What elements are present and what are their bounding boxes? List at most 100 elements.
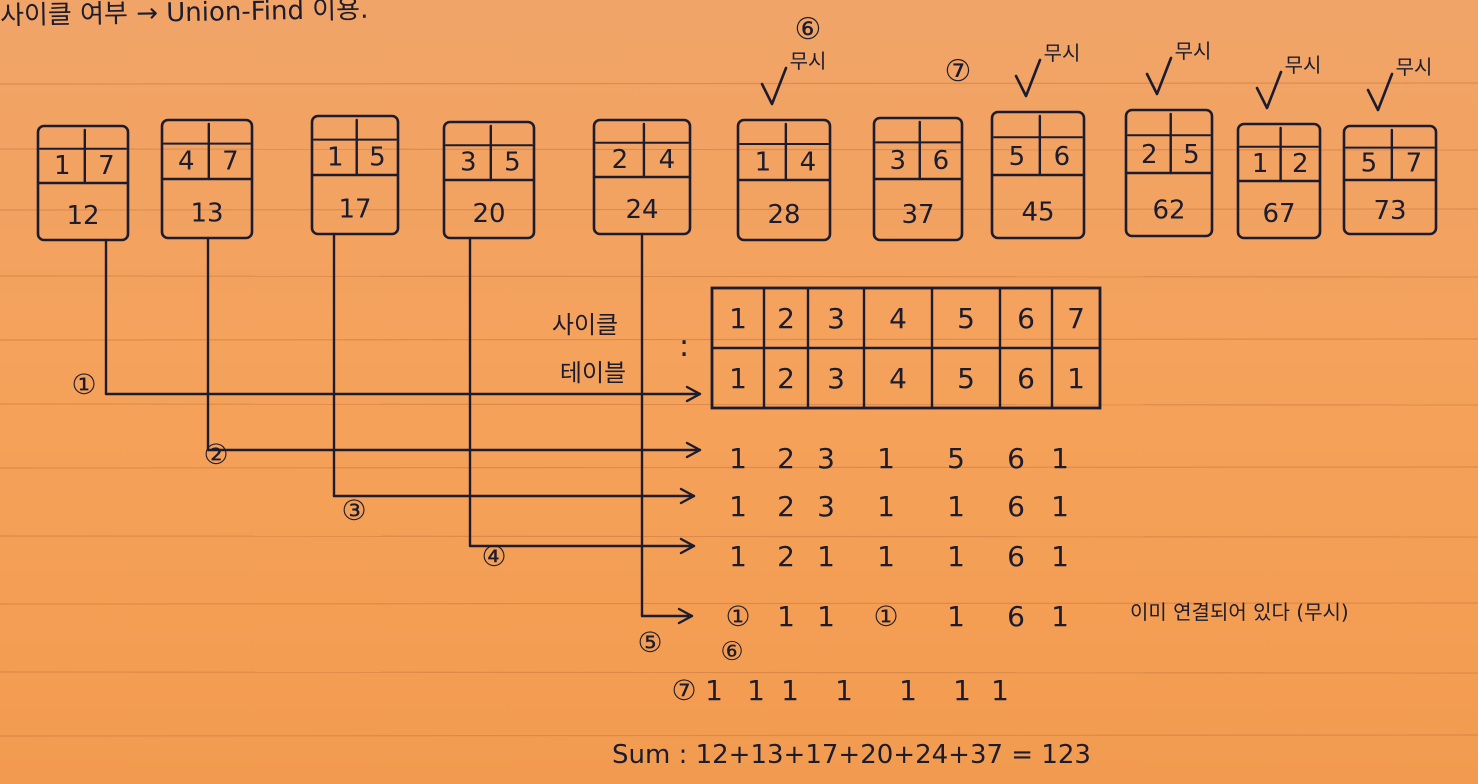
arrow-right-icon (677, 607, 694, 625)
step-parent-value: 6 (1007, 442, 1025, 475)
cycle-table-node: 2 (777, 302, 795, 335)
ruled-line (0, 338, 1478, 341)
edge-node-u: 2 (1141, 140, 1158, 170)
edge-node-u: 1 (327, 143, 344, 173)
step-parent-value: 1 (817, 540, 835, 573)
cycle-table-label: 테이블 (560, 359, 626, 387)
ruled-line (0, 671, 1478, 674)
cycle-table-parent: 4 (889, 362, 907, 395)
edge-node-v: 6 (933, 146, 950, 176)
edge-node-u: 1 (1252, 149, 1269, 179)
step-parent-value: 1 (729, 490, 747, 523)
step-parent-value: 1 (729, 540, 747, 573)
step-parent-value: 1 (1051, 490, 1069, 523)
step-parent-value: 1 (877, 442, 895, 475)
edge-node-v: 7 (222, 147, 239, 177)
step-parent-value: 1 (817, 600, 835, 633)
edge-node-u: 5 (1361, 148, 1378, 178)
edge-weight: 45 (1021, 197, 1054, 227)
ignore-mark: 무시 (1396, 55, 1433, 79)
step-parent-value: 1 (877, 540, 895, 573)
edge-node-v: 2 (1292, 149, 1309, 179)
cycle-table-node: 3 (827, 302, 845, 335)
ruled-line (0, 82, 1478, 85)
step-parent-value: 1 (729, 442, 747, 475)
step-number: ① (71, 368, 96, 401)
edge-node-v: 6 (1054, 142, 1071, 172)
edge-weight: 13 (190, 198, 223, 228)
edge-weight: 62 (1152, 195, 1185, 225)
edge-node-v: 5 (1183, 140, 1200, 170)
edge-node-u: 5 (1009, 142, 1026, 172)
step-parent-value: 1 (1051, 600, 1069, 633)
arrow-right-icon (685, 385, 702, 403)
cycle-table-parent: 5 (957, 362, 975, 395)
edge-weight: 67 (1262, 199, 1295, 229)
ruled-line (0, 602, 1478, 605)
checkmark-icon (760, 66, 788, 106)
arrow-right-icon (685, 441, 702, 459)
step-number: ② (203, 438, 228, 471)
checkmark-icon (1255, 70, 1283, 110)
step-parent-value: 2 (777, 490, 795, 523)
ruled-line (0, 403, 1478, 406)
edge-node-u: 1 (54, 151, 71, 181)
cycle-table-parent: 6 (1017, 362, 1035, 395)
edge-node-u: 1 (755, 147, 772, 177)
step-number: ④ (481, 540, 506, 573)
ignore-mark: 무시 (1175, 39, 1212, 63)
ruled-line (0, 275, 1478, 278)
cycle-table-node: 5 (957, 302, 975, 335)
already-connected-note: 이미 연결되어 있다 (무시) (1130, 600, 1349, 624)
step-number: ⑦ (671, 674, 696, 707)
ruled-line (0, 734, 1478, 737)
step-parent-value: 1 (899, 674, 917, 707)
ignore-mark: 무시 (1285, 53, 1322, 77)
checkmark-icon (1366, 72, 1394, 112)
step-parent-value: 6 (1007, 490, 1025, 523)
edge-node-u: 4 (178, 147, 195, 177)
edge-weight: 20 (472, 199, 505, 229)
step-number: ⑤ (637, 626, 662, 659)
checkmark-icon (1014, 58, 1042, 98)
edge-node-v: 4 (800, 147, 817, 177)
step-parent-value: 2 (777, 540, 795, 573)
ruled-line (0, 466, 1478, 469)
step-parent-value: 6 (1007, 540, 1025, 573)
step-parent-value: 6 (1007, 600, 1025, 633)
step-parent-value: 1 (877, 490, 895, 523)
step-parent-value: 1 (705, 674, 723, 707)
edge-step-number: ⑥ (795, 12, 822, 47)
step-parent-value: ① (725, 600, 750, 633)
edge-step-number: ⑦ (945, 54, 972, 89)
cycle-table-parent: 2 (777, 362, 795, 395)
step-parent-value: 1 (747, 674, 765, 707)
sum-line: Sum : 12+13+17+20+24+37 = 123 (612, 740, 1091, 770)
edge-node-v: 4 (659, 145, 676, 175)
step-parent-value: 1 (1051, 540, 1069, 573)
edge-weight: 28 (767, 200, 800, 230)
union-arrows (104, 232, 702, 625)
edge-weight: 73 (1373, 196, 1406, 226)
step-parent-value: 2 (777, 442, 795, 475)
edge-weight: 12 (66, 201, 99, 231)
step-parent-value: 1 (835, 674, 853, 707)
ignore-mark: 무시 (790, 49, 827, 73)
edge-node-v: 7 (1406, 148, 1423, 178)
step-parent-value: 1 (953, 674, 971, 707)
step-parent-value: 5 (947, 442, 965, 475)
edge-node-v: 5 (504, 148, 521, 178)
cycle-table-colon: : (679, 329, 689, 364)
